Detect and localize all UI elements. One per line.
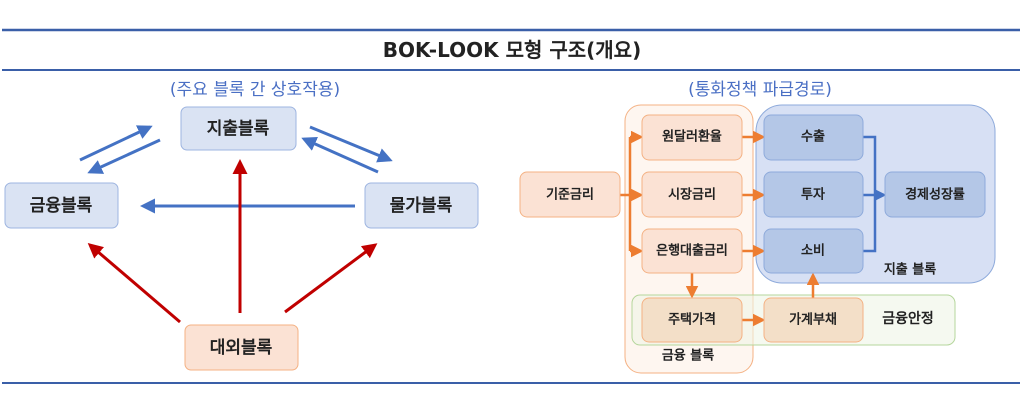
svg-text:주택가격: 주택가격 (668, 312, 716, 328)
svg-text:원달러환율: 원달러환율 (662, 129, 722, 145)
block-price: 물가블록 (364, 182, 479, 229)
svg-text:시장금리: 시장금리 (668, 187, 716, 203)
left-arrows (79, 125, 393, 324)
label-financial-stability: 금융안정 (882, 310, 934, 327)
right-arrows (620, 130, 887, 327)
node-base-rate: 기준금리 (519, 171, 621, 218)
label-spending-block: 지출 블록 (884, 262, 936, 278)
svg-text:가계부채: 가계부채 (789, 313, 837, 328)
node-market-rate: 시장금리 (641, 171, 743, 218)
svg-text:은행대출금리: 은행대출금리 (656, 243, 728, 259)
svg-text:경제성장률: 경제성장률 (905, 187, 965, 203)
svg-text:수출: 수출 (801, 129, 825, 145)
block-spending: 지출블록 (180, 106, 297, 151)
node-consumption: 소비 (763, 228, 864, 274)
node-investment: 투자 (763, 171, 864, 218)
svg-text:지출블록: 지출블록 (207, 119, 270, 139)
block-finance: 금융블록 (4, 182, 119, 229)
right-subtitle: (통화정책 파급경로) (688, 80, 832, 100)
svg-text:대외블록: 대외블록 (210, 338, 273, 358)
node-house-price: 주택가격 (641, 297, 743, 343)
node-fx-rate: 원달러환율 (641, 114, 743, 161)
label-finance-block: 금융 블록 (662, 348, 714, 364)
node-loan-rate: 은행대출금리 (641, 228, 743, 274)
left-subtitle: (주요 블록 간 상호작용) (170, 80, 340, 100)
node-household-debt: 가계부채 (763, 297, 864, 343)
page-title: BOK-LOOK 모형 구조(개요) (383, 38, 641, 62)
svg-text:물가블록: 물가블록 (390, 196, 453, 216)
svg-text:소비: 소비 (801, 244, 825, 259)
svg-text:기준금리: 기준금리 (546, 187, 594, 203)
node-growth: 경제성장률 (884, 171, 986, 218)
block-external: 대외블록 (184, 324, 299, 371)
svg-text:금융블록: 금융블록 (30, 196, 93, 216)
svg-text:투자: 투자 (801, 188, 825, 203)
node-export: 수출 (763, 114, 864, 161)
